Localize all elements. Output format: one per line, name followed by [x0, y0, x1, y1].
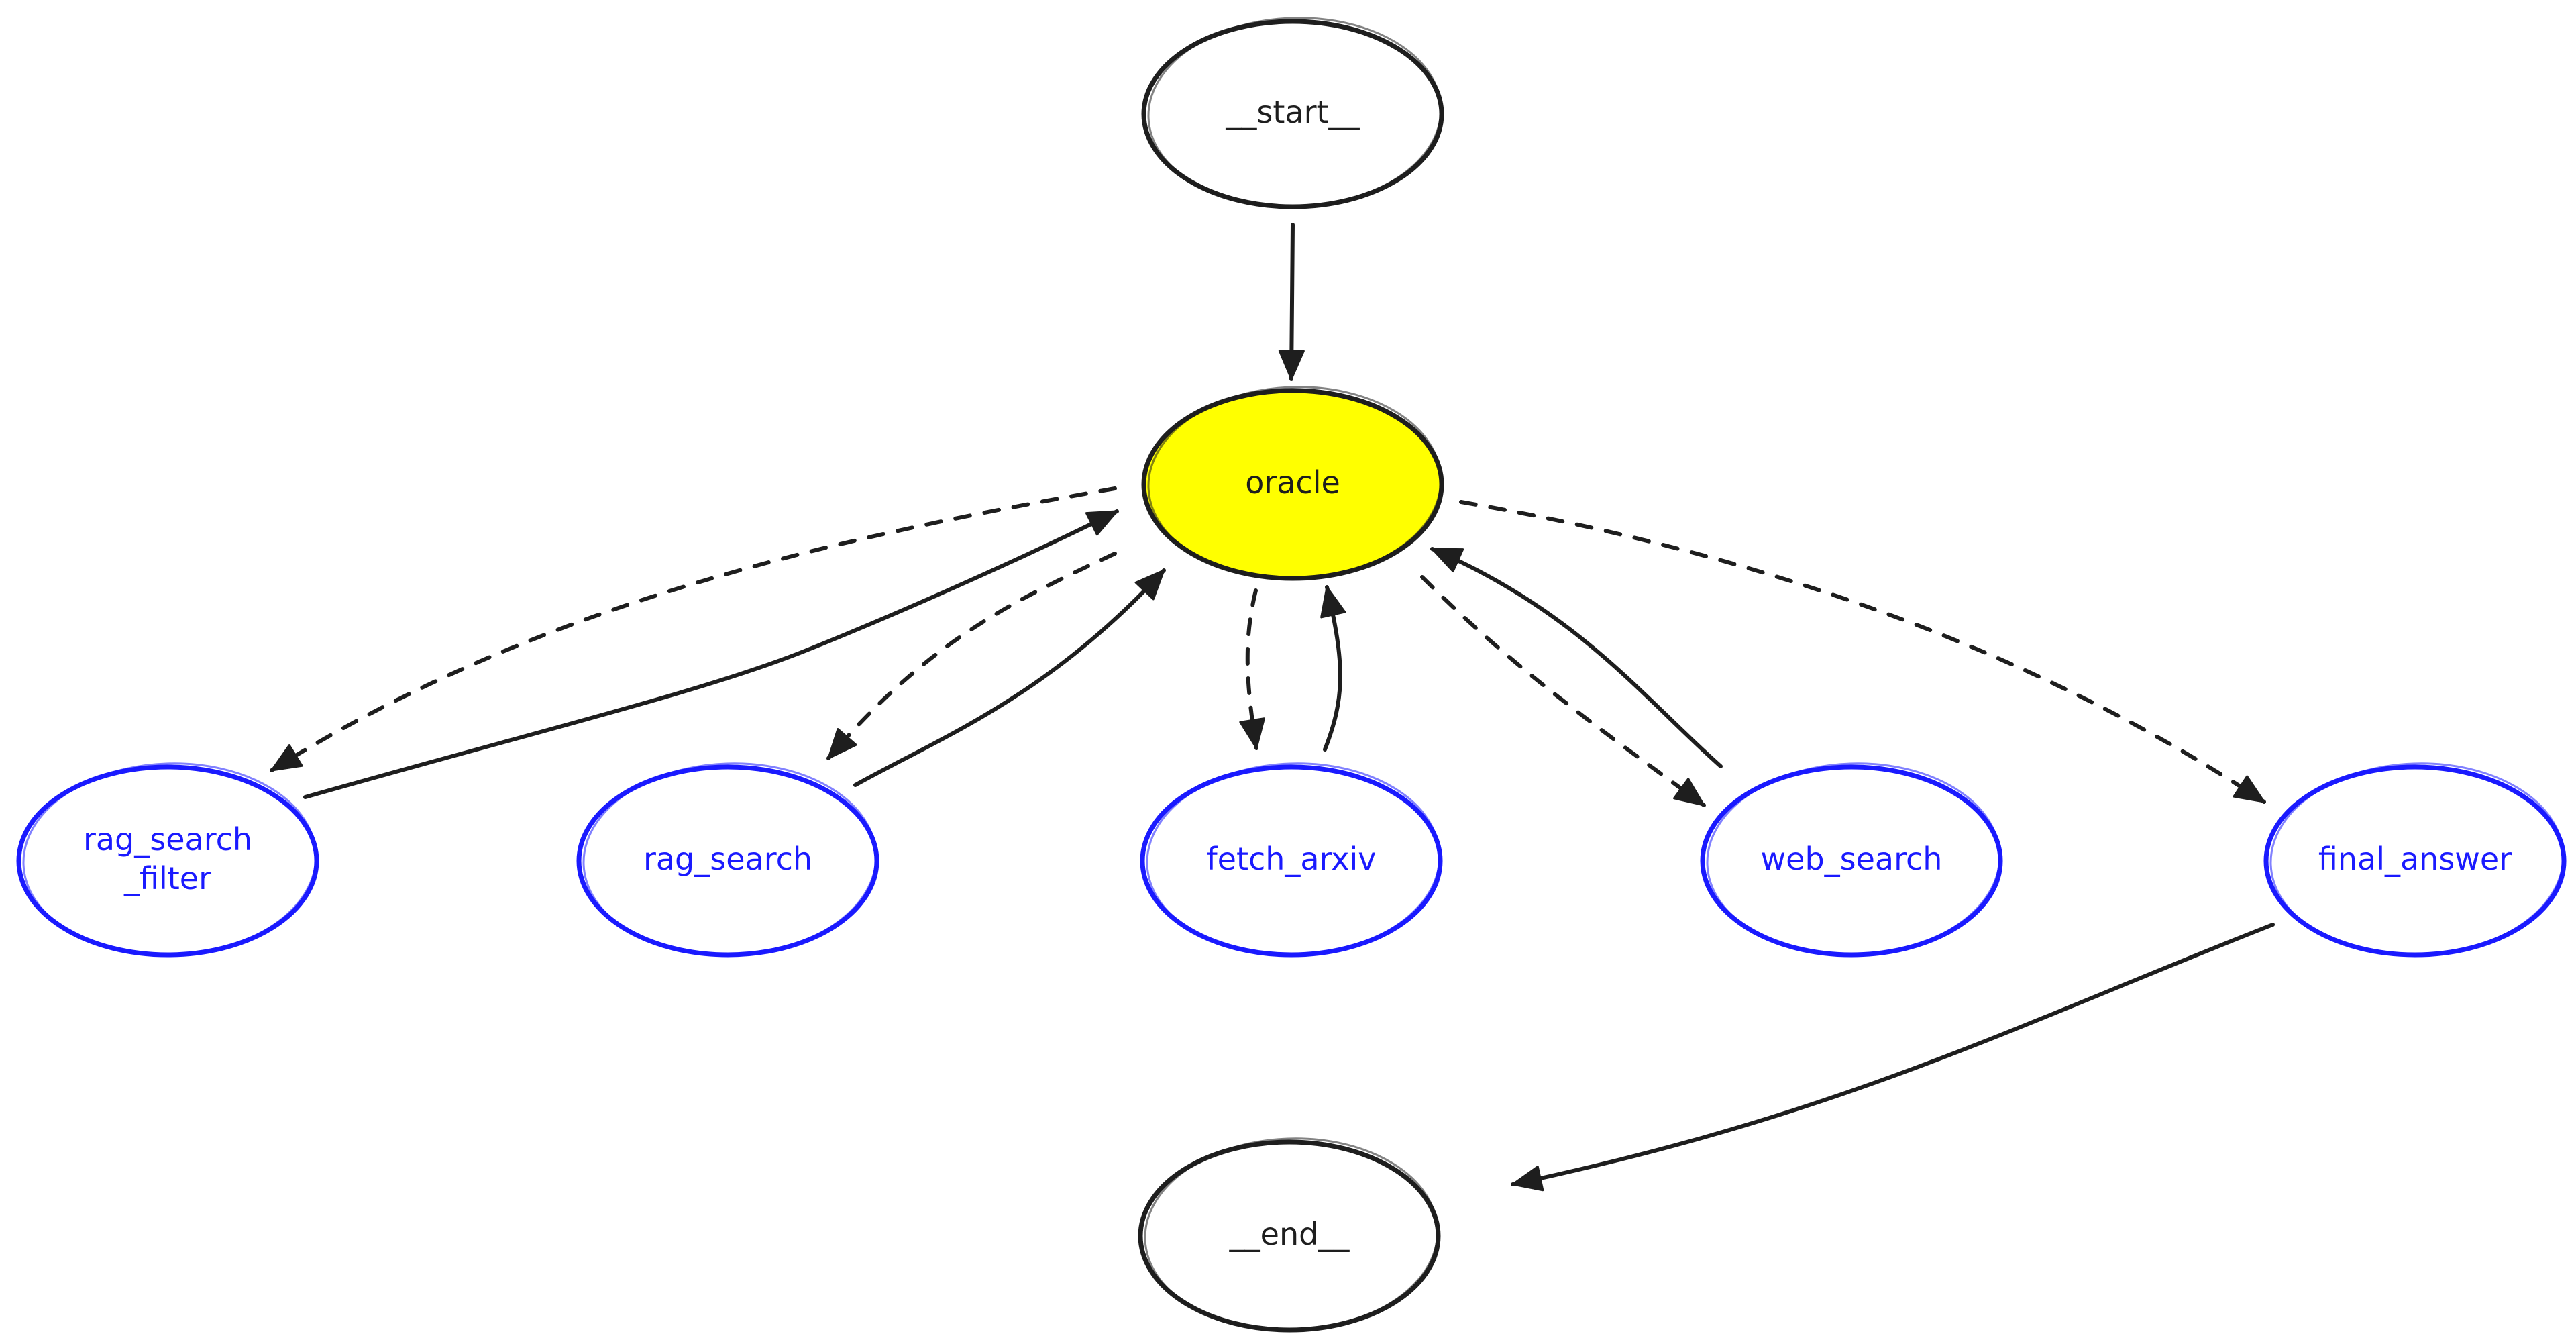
node-label-text: __start__: [1225, 94, 1360, 130]
node-label: oracle: [1245, 464, 1340, 501]
node-oracle[interactable]: oracle: [1141, 382, 1444, 584]
node-label: rag_search_filter: [83, 821, 252, 896]
node-label-text: __end__: [1229, 1216, 1350, 1252]
arrowhead-oracle-to-rag_search: [827, 728, 857, 760]
node-label-text: final_answer: [2318, 841, 2512, 877]
node-label-text: rag_search: [643, 841, 812, 877]
node-label-text: web_search: [1761, 841, 1943, 877]
node-ellipse-sketch: [1147, 17, 1442, 209]
node-start[interactable]: __start__: [1141, 13, 1444, 212]
arrowhead-final_answer-to-end: [1511, 1166, 1544, 1192]
arrowhead-oracle-to-rag_search_filter: [270, 744, 303, 772]
arrowhead-oracle-to-fetch_arxiv: [1239, 717, 1265, 749]
node-label: fetch_arxiv: [1206, 841, 1376, 877]
node-final-answer[interactable]: final_answer: [2263, 758, 2567, 960]
node-ellipse-sketch: [1147, 386, 1442, 580]
node-web-search[interactable]: web_search: [1700, 758, 2003, 960]
edge-line: [1459, 500, 2266, 804]
node-ellipse-sketch: [2269, 762, 2565, 957]
node-label-line: rag_search: [83, 821, 252, 858]
node-rag-search[interactable]: rag_search: [576, 758, 879, 960]
node-label: final_answer: [2318, 841, 2512, 877]
node-label: __start__: [1225, 94, 1360, 130]
arrowhead-rag_search_filter-to-oracle: [1085, 510, 1118, 536]
node-label-text: oracle: [1245, 464, 1340, 501]
node-ellipse-sketch: [582, 762, 877, 957]
node-label-line: _filter: [123, 860, 211, 896]
edge-line: [1420, 575, 1706, 807]
edge-line: [303, 509, 1119, 799]
arrowhead-oracle-to-web_search: [1672, 778, 1705, 807]
edges-layer: [270, 223, 2275, 1192]
node-ellipse-sketch: [22, 762, 317, 957]
node-ellipse-sketch: [1144, 1137, 1439, 1332]
node-fetch-arxiv[interactable]: fetch_arxiv: [1140, 758, 1443, 960]
arrowhead-rag_search-to-oracle: [1134, 569, 1165, 601]
edge-line: [1430, 547, 1723, 768]
node-ellipse-sketch: [1706, 762, 2001, 957]
arrowhead-web_search-to-oracle: [1431, 548, 1464, 573]
edge-line: [1511, 923, 2275, 1186]
nodes-layer: __start__oraclerag_search_filterrag_sear…: [16, 13, 2567, 1335]
node-label: __end__: [1229, 1216, 1350, 1252]
arrowhead-oracle-to-final_answer: [2233, 775, 2265, 803]
arrowhead-start-to-oracle: [1278, 350, 1305, 380]
edge-line: [826, 552, 1117, 760]
node-label: web_search: [1761, 841, 1943, 877]
node-end[interactable]: __end__: [1138, 1133, 1441, 1335]
edge-line: [853, 568, 1166, 787]
arrowhead-fetch_arxiv-to-oracle: [1320, 586, 1346, 619]
node-rag-search-filter[interactable]: rag_search_filter: [16, 758, 319, 960]
node-ellipse-sketch: [1146, 762, 1441, 957]
node-label-text: fetch_arxiv: [1206, 841, 1376, 877]
edge-line: [270, 486, 1117, 772]
node-label: rag_search: [643, 841, 812, 877]
